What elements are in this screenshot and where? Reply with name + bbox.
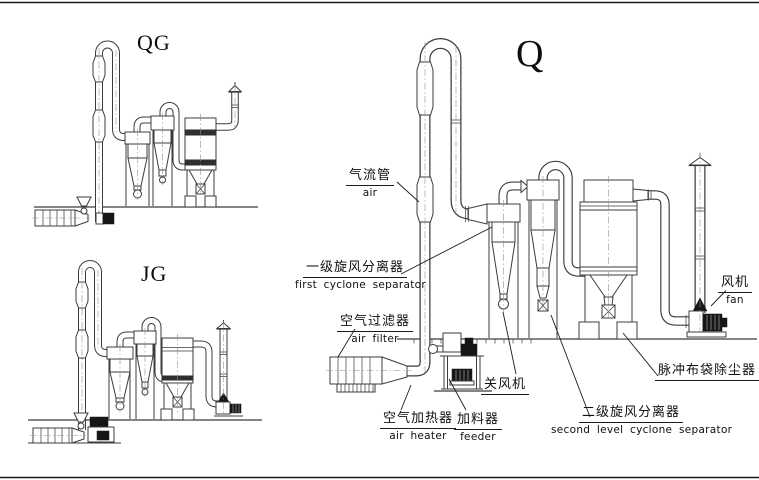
label-rotary-airlock: 关风机 — [481, 374, 530, 395]
label-air-heater-en: air heater — [389, 429, 447, 442]
diagram-jg — [28, 260, 262, 444]
label-feeder-zh: 加料器 — [453, 412, 502, 430]
q-rain-cap — [687, 156, 713, 166]
label-air-filter-en: air filter — [351, 332, 399, 345]
jg-bag-filter — [160, 334, 195, 421]
label-second-cyclone-en: second level cyclone separator — [551, 423, 733, 436]
qg-second-cyclone — [150, 113, 175, 206]
label-pulse-bag-dust-collector-zh: 脉冲布袋除尘器 — [655, 363, 759, 381]
qg-blower-feeder — [32, 196, 115, 227]
q-air-heater-base — [336, 383, 376, 393]
q-piping — [406, 38, 706, 377]
label-feeder-en: feeder — [460, 430, 496, 443]
label-fan: 风机 fan — [718, 272, 753, 306]
q-diagram-title: Q — [516, 33, 544, 75]
jg-fan-body — [215, 401, 231, 415]
q-feeder-motor — [460, 337, 478, 357]
label-second-cyclone-zh: 二级旋风分离器 — [578, 405, 683, 423]
jg-blower-feeder — [28, 412, 121, 444]
qg-feeder-motor — [102, 212, 115, 225]
qg-first-cyclone — [124, 129, 151, 206]
label-first-cyclone-zh: 一级旋风分离器 — [302, 260, 407, 278]
q-leader-lines — [337, 181, 727, 418]
qg-feed-hopper — [76, 196, 92, 207]
q-air-filter — [326, 356, 412, 393]
q-venturi-section-2 — [416, 176, 434, 223]
jg-first-cyclone — [106, 344, 134, 419]
label-fan-en: fan — [726, 293, 744, 306]
q-fan-stack — [685, 152, 728, 338]
label-air-pipe-zh: 气流管 — [346, 168, 395, 186]
label-air-filter: 空气过滤器 air filter — [335, 311, 415, 345]
label-pulse-bag-dust-collector: 脉冲布袋除尘器 — [655, 360, 759, 381]
qg-venturi-section-1 — [92, 55, 106, 83]
label-feeder: 加料器 feeder — [448, 409, 508, 443]
jg-venturi-section-2 — [75, 329, 89, 359]
qg-bag-filter — [184, 114, 217, 208]
label-second-cyclone: 二级旋风分离器 second level cyclone separator — [551, 402, 733, 436]
label-air-pipe-en: air — [362, 186, 378, 199]
diagram-qg — [32, 40, 258, 227]
jg-fan-stack — [214, 320, 243, 417]
q-first-cyclone — [465, 200, 521, 338]
qg-exhaust-stack — [227, 82, 243, 130]
q-feeder — [428, 332, 492, 392]
qg-piping — [92, 40, 239, 222]
q-second-cyclone — [520, 176, 560, 338]
label-fan-zh: 风机 — [718, 275, 753, 293]
jg-feeder-motor — [89, 416, 109, 428]
label-air-heater-zh: 空气加热器 — [379, 411, 456, 429]
jg-feed-hopper — [73, 412, 89, 423]
label-air-heater: 空气加热器 air heater — [373, 408, 463, 442]
q-fan-body — [688, 310, 704, 333]
jg-diagram-title: JG — [141, 261, 168, 286]
diagram-q — [326, 38, 757, 418]
label-first-cyclone: 一级旋风分离器 first cyclone separator — [295, 257, 426, 291]
label-rotary-airlock-zh: 关风机 — [481, 377, 530, 395]
q-feeder-hopper-box — [442, 332, 462, 353]
jg-fan-motor — [229, 403, 242, 414]
label-first-cyclone-en: first cyclone separator — [295, 278, 426, 291]
jg-second-cyclone — [133, 328, 157, 419]
label-air-pipe: 气流管 air — [346, 165, 395, 199]
q-bag-filter — [578, 176, 652, 340]
jg-blower-box — [32, 427, 73, 444]
qg-diagram-title: QG — [137, 30, 171, 55]
label-air-filter-zh: 空气过滤器 — [336, 314, 413, 332]
